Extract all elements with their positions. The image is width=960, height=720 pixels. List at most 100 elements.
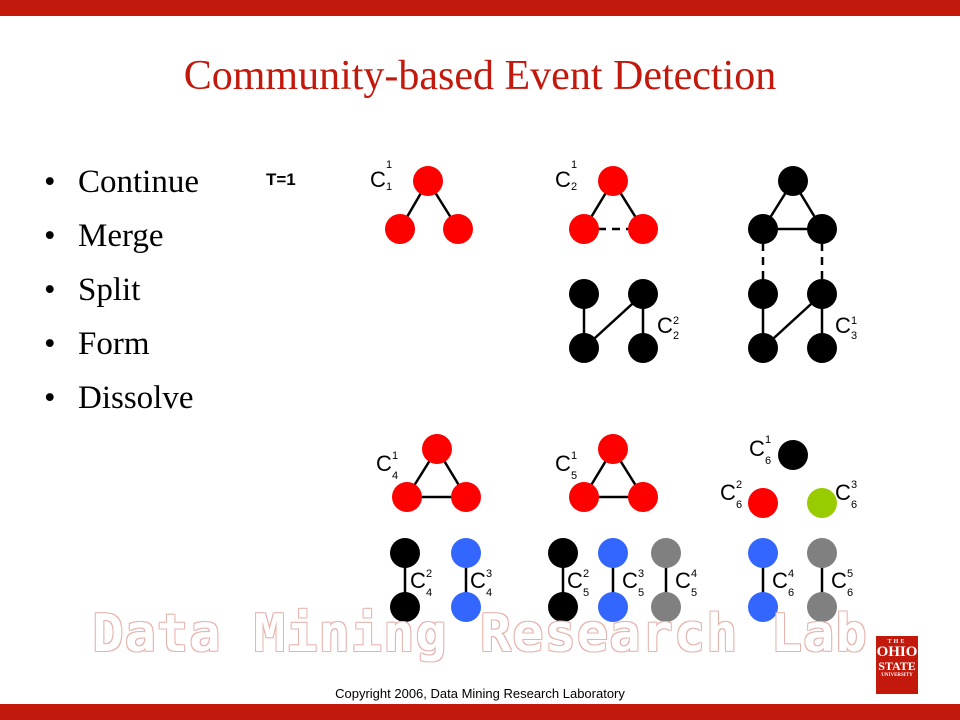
node-red [628,482,658,512]
svg-text:C: C [835,480,851,505]
node-black [748,214,778,244]
svg-text:4: 4 [426,587,432,599]
time-step-label: T=1 [266,170,296,189]
svg-text:1: 1 [571,450,577,462]
copyright-footer: Copyright 2006, Data Mining Research Lab… [335,686,625,701]
node-green [807,488,837,518]
svg-text:C: C [567,568,583,593]
slide-title: Community-based Event Detection [183,53,777,99]
node-black [748,279,778,309]
svg-text:6: 6 [788,587,794,599]
node-gray [807,538,837,568]
svg-text:C: C [555,167,571,192]
svg-text:4: 4 [486,587,492,599]
node-gray [807,592,837,622]
node-blue [451,538,481,568]
svg-text:2: 2 [583,568,589,580]
svg-text:4: 4 [691,568,697,580]
logo-the: THE [887,639,907,645]
svg-text:C: C [720,480,736,505]
svg-text:3: 3 [638,568,644,580]
svg-text:C: C [410,568,426,593]
node-black [390,592,420,622]
svg-text:C: C [772,568,788,593]
community-label: C 1 3 [835,313,857,342]
svg-text:5: 5 [847,568,853,580]
svg-text:2: 2 [673,330,679,342]
logo-university: UNIVERSITY [881,673,913,678]
svg-text:6: 6 [847,587,853,599]
community-label: C 4 5 [675,568,697,599]
logo-state: STATE [878,659,916,673]
svg-text:5: 5 [571,470,577,482]
node-red [569,214,599,244]
community-label: C 2 6 [720,479,742,511]
svg-text:4: 4 [392,470,398,482]
community-label: C 3 4 [470,568,492,599]
svg-text:C: C [835,313,851,338]
node-black [569,279,599,309]
community-label: C 2 2 [657,313,679,342]
svg-text:6: 6 [765,455,771,467]
node-red [628,214,658,244]
node-red [413,166,443,196]
node-blue [451,592,481,622]
community-label: C 3 5 [622,568,644,599]
svg-text:6: 6 [736,499,742,511]
bullet-item: Continue [44,160,199,214]
lab-watermark: Data Mining Research Lab [92,604,868,664]
node-red [422,434,452,464]
svg-text:C: C [657,313,673,338]
svg-text:C: C [555,451,571,476]
community-label: C 2 4 [410,568,432,599]
node-black [548,538,578,568]
community-label: C 1 2 [555,159,577,193]
svg-text:5: 5 [583,587,589,599]
node-red [385,214,415,244]
svg-text:1: 1 [386,159,392,171]
svg-text:5: 5 [691,587,697,599]
node-black [548,592,578,622]
community-label: C 1 1 [370,159,392,193]
node-black [569,333,599,363]
node-blue [748,538,778,568]
ohio-state-logo: THE OHIO STATE UNIVERSITY [876,636,918,694]
logo-ohio: OHIO [876,644,918,660]
community-label: C 1 6 [749,434,771,467]
node-red [569,482,599,512]
node-black [628,333,658,363]
svg-text:5: 5 [638,587,644,599]
node-black [807,214,837,244]
community-label: C 3 6 [835,479,857,511]
svg-text:1: 1 [386,181,392,193]
svg-text:C: C [749,436,765,461]
svg-text:2: 2 [571,181,577,193]
node-black [807,333,837,363]
svg-text:3: 3 [851,330,857,342]
node-gray [651,538,681,568]
svg-text:1: 1 [851,315,857,327]
node-red [598,434,628,464]
svg-text:6: 6 [851,499,857,511]
community-label: C 5 6 [831,568,853,599]
svg-text:4: 4 [788,568,794,580]
node-blue [748,592,778,622]
community-label: C 4 6 [772,568,794,599]
node-black [778,440,808,470]
node-red [392,482,422,512]
bottom-accent-bar [0,704,960,720]
bullet-item: Split [44,268,199,322]
svg-text:C: C [376,451,392,476]
svg-text:3: 3 [851,479,857,491]
svg-text:C: C [831,568,847,593]
node-black [807,279,837,309]
node-blue [598,592,628,622]
bullet-list: Continue Merge Split Form Dissolve [44,160,199,430]
svg-text:C: C [370,167,386,192]
node-red [451,482,481,512]
node-black [778,166,808,196]
node-gray [651,592,681,622]
community-label: C 2 5 [567,568,589,599]
svg-text:2: 2 [673,315,679,327]
node-black [390,538,420,568]
